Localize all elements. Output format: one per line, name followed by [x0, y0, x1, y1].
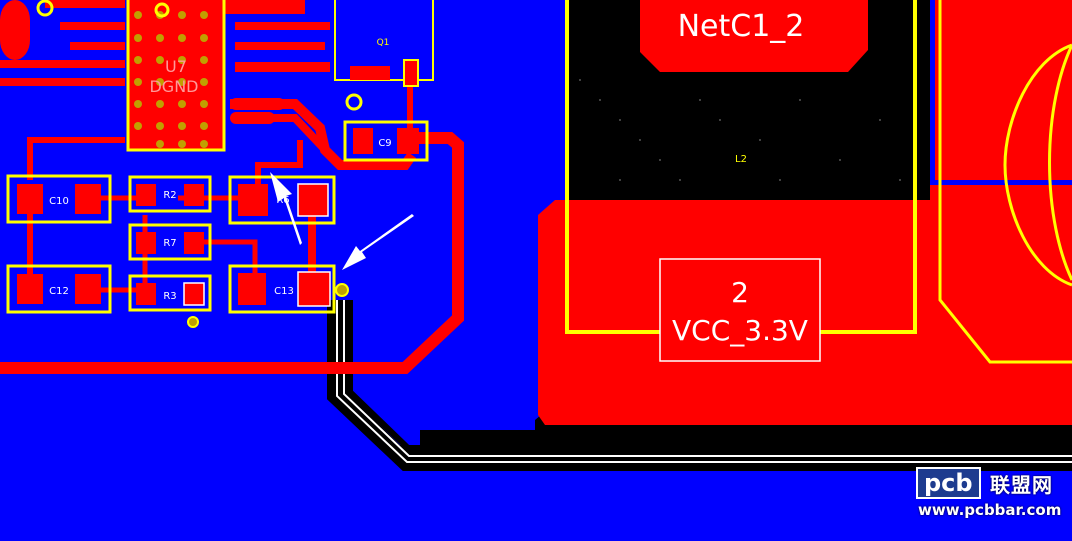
r3-pad-2 [183, 282, 205, 306]
c9-pad-2 [397, 128, 419, 154]
pad-netc1-2-label: NetC1_2 [678, 9, 805, 44]
r7-outline [128, 223, 212, 261]
r3-outline [128, 274, 212, 312]
top-copper-pad-right [935, 0, 1072, 180]
clearance-line-outer [327, 300, 1072, 471]
u7-fanout [0, 0, 330, 150]
annotation-arrow-right [342, 214, 414, 270]
via-r3 [187, 316, 199, 328]
watermark-cn-text: 联盟网 [990, 473, 1053, 497]
white-track-outer [336, 300, 1072, 463]
r2-outline [128, 175, 212, 213]
r7-pad-2 [184, 232, 204, 254]
r7-pad-1 [136, 232, 156, 254]
r6-pad-1 [238, 184, 268, 216]
grid-dots [579, 79, 901, 181]
cap-outline-arc [1003, 43, 1072, 287]
trace-c10-up [27, 137, 125, 180]
q1-pin1-marker [345, 93, 363, 111]
c9-pad-1 [353, 128, 373, 154]
via-c13 [335, 283, 349, 297]
watermark-logo: pcb [916, 467, 981, 499]
pad-netc1-2 [640, 0, 868, 72]
c13-outline [228, 264, 336, 314]
r6-outline [228, 175, 336, 225]
annotation-arrow-left [270, 172, 302, 245]
c10-designator: C10 [49, 196, 69, 207]
r2-pad-1 [136, 184, 156, 206]
q1-designator: Q1 [377, 38, 390, 48]
r3-designator: R3 [163, 291, 176, 302]
r2-designator: R2 [163, 190, 176, 201]
c13-pad-2 [297, 271, 331, 307]
white-track-inner [343, 300, 1072, 457]
u7-thermal-vias [134, 11, 208, 148]
trace-r6-up [255, 140, 303, 195]
r7-designator: R7 [163, 238, 176, 249]
cap-outline-right [938, 0, 1072, 364]
pin1-marker-u7 [36, 0, 54, 17]
c9-designator: C9 [378, 138, 391, 149]
r6-designator: R6 [276, 195, 289, 206]
trace-vcc-long [0, 132, 464, 374]
c10-outline [6, 174, 112, 224]
q1-pad-outline [403, 59, 419, 87]
c12-designator: C12 [49, 286, 69, 297]
r2-pad-2 [184, 184, 204, 206]
pin1-marker-top [154, 2, 170, 18]
pad-2-number: 2 [731, 276, 749, 309]
c9-outline [343, 120, 429, 162]
clearance-area-right [540, 425, 1072, 455]
c13-designator: C13 [274, 286, 294, 297]
r6-pad-2 [297, 183, 329, 217]
c12-outline [6, 264, 112, 314]
watermark-url: www.pcbbar.com [918, 501, 1062, 519]
c10-pad-2 [75, 184, 101, 214]
q1-pads [350, 60, 418, 86]
watermark: pcb 联盟网 www.pcbbar.com [916, 467, 1066, 527]
pad-2-vcc [659, 258, 821, 362]
c10-pad-1 [17, 184, 43, 214]
bottom-copper-pour-bottom [0, 375, 1072, 541]
l2-designator: L2 [735, 154, 747, 165]
u7-designator: U7 [165, 57, 187, 76]
c12-pad-1 [17, 274, 43, 304]
trace-r7-c13 [195, 239, 258, 285]
r3-pad-1 [136, 283, 156, 305]
c12-pad-2 [75, 274, 101, 304]
u7-outline [126, 0, 226, 152]
u7-net-label: DGND [149, 77, 198, 96]
c13-pad-1 [238, 273, 266, 305]
pad-2-net: VCC_3.3V [672, 314, 808, 347]
